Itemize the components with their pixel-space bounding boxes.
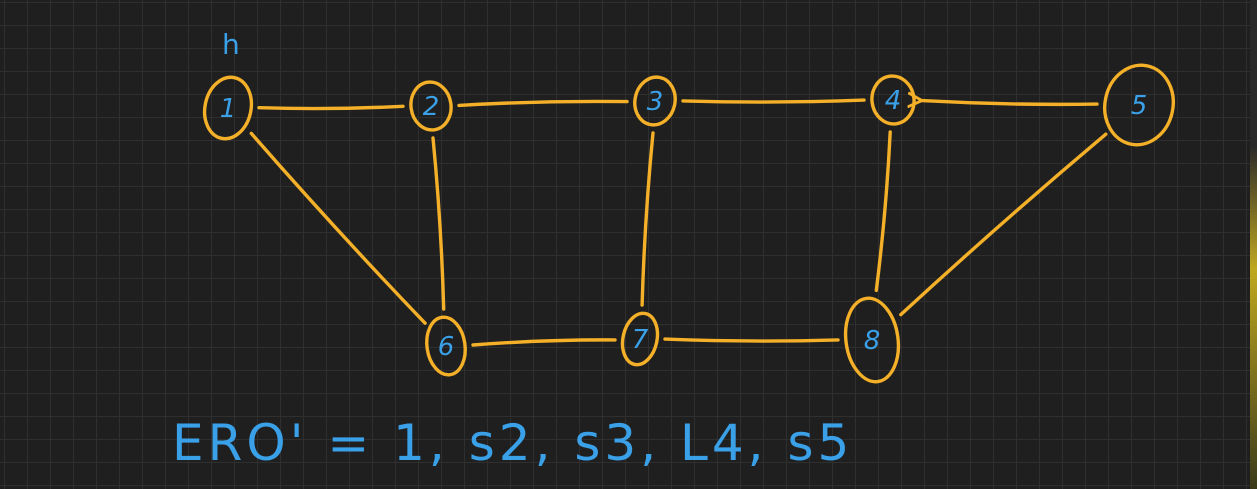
node-8-circle — [843, 296, 901, 384]
node-6-circle — [425, 315, 467, 377]
start-marker: h — [222, 28, 240, 61]
edge-layer — [249, 98, 1108, 347]
node-3-circle — [633, 75, 677, 127]
node-6-label: 6 — [438, 332, 455, 362]
ero-annotation: ERO' = 1, s2, s3, L4, s5 — [172, 414, 853, 472]
node-2-label: 2 — [423, 92, 440, 122]
node-2: 2 — [409, 80, 453, 132]
edge-3-4 — [681, 98, 866, 104]
node-1-label: 1 — [220, 94, 237, 124]
edge-7-8 — [663, 337, 840, 343]
node-5-circle — [1103, 63, 1175, 147]
node-7: 7 — [620, 311, 660, 367]
node-6: 6 — [425, 315, 467, 377]
node-5: 5 — [1103, 63, 1175, 147]
node-4-circle — [870, 74, 916, 126]
node-8-label: 8 — [864, 326, 881, 356]
node-2-circle — [409, 80, 453, 132]
node-7-label: 7 — [632, 325, 649, 355]
node-4: 4 — [870, 74, 916, 126]
window-edge-strip — [1250, 0, 1257, 489]
node-1-circle — [202, 75, 254, 141]
node-1: 1 — [202, 75, 254, 141]
node-3: 3 — [633, 75, 677, 127]
node-3-label: 3 — [647, 87, 664, 117]
edge-3-7 — [640, 131, 655, 307]
node-5-label: 5 — [1131, 91, 1148, 121]
edge-5-4 — [922, 101, 1099, 105]
node-layer: 1 2 3 4 5 6 7 8 — [202, 63, 1175, 384]
node-4-label: 4 — [885, 86, 902, 116]
edge-5-8 — [899, 132, 1108, 317]
edge-1-2 — [257, 104, 405, 111]
edge-1-6 — [249, 131, 427, 325]
edge-2-6 — [431, 136, 446, 311]
edge-2-3 — [457, 99, 629, 108]
edge-4-8 — [874, 130, 892, 293]
node-7-circle — [620, 311, 660, 367]
edge-6-7 — [471, 338, 617, 347]
node-8: 8 — [843, 296, 901, 384]
